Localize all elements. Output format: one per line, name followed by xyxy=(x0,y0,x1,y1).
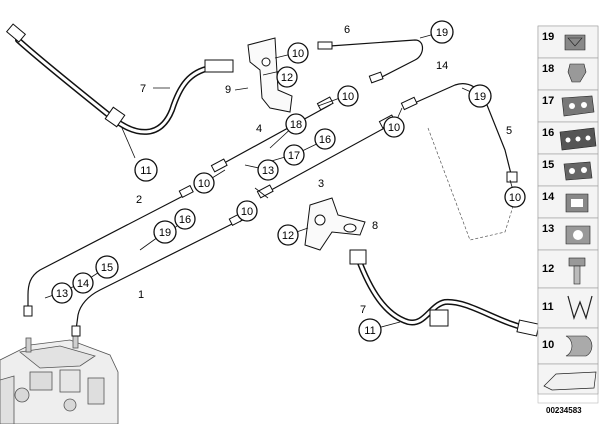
brake-line-6 xyxy=(317,39,424,84)
svg-text:12: 12 xyxy=(281,72,293,84)
part-labels: 7 9 6 4 3 14 5 2 1 8 7 xyxy=(136,24,512,316)
callouts: 11 10 12 19 10 18 16 17 13 10 10 10 19 1… xyxy=(51,20,526,342)
svg-text:15: 15 xyxy=(542,159,554,171)
svg-text:10: 10 xyxy=(241,206,253,218)
callout-10: 10 xyxy=(193,172,215,194)
legend-row-17: 17 xyxy=(537,89,599,123)
bracket-9 xyxy=(247,37,293,113)
reference-number: 00234583 xyxy=(546,406,582,415)
svg-text:13: 13 xyxy=(542,223,554,235)
abs-unit-illustration xyxy=(0,333,119,424)
callout-11-upper: 11 xyxy=(134,158,158,182)
callout-15: 15 xyxy=(95,255,119,279)
part-label-2: 2 xyxy=(136,194,142,206)
holder-icon xyxy=(563,161,593,181)
svg-text:13: 13 xyxy=(262,165,274,177)
part-label-3: 3 xyxy=(318,178,324,190)
part-label-6: 6 xyxy=(344,24,350,36)
part-label-9: 9 xyxy=(225,84,231,96)
svg-text:10: 10 xyxy=(542,339,554,351)
bolt-icon xyxy=(568,257,586,285)
svg-text:18: 18 xyxy=(542,63,554,75)
callout-13: 13 xyxy=(51,282,73,304)
part-label-7-lower: 7 xyxy=(360,304,366,316)
callout-10: 10 xyxy=(504,186,526,208)
callout-19: 19 xyxy=(468,84,492,108)
svg-text:19: 19 xyxy=(436,27,448,39)
legend-row-14: 14 xyxy=(537,185,599,219)
svg-text:16: 16 xyxy=(179,214,191,226)
svg-text:19: 19 xyxy=(474,91,486,103)
svg-text:10: 10 xyxy=(509,192,521,204)
svg-text:13: 13 xyxy=(56,288,68,300)
callout-10: 10 xyxy=(287,42,309,64)
part-label-14: 14 xyxy=(436,60,448,72)
legend-row-13: 13 xyxy=(537,217,599,251)
svg-text:17: 17 xyxy=(542,95,554,107)
legend-row-12: 12 xyxy=(537,249,599,289)
callout-19: 19 xyxy=(153,220,177,244)
hose-7-upper xyxy=(5,23,234,135)
svg-text:16: 16 xyxy=(542,127,554,139)
part-label-7-upper: 7 xyxy=(140,83,146,95)
svg-text:10: 10 xyxy=(198,178,210,190)
part-label-1: 1 xyxy=(138,289,144,301)
parts-legend: 19 18 17 16 15 xyxy=(537,25,599,415)
svg-text:14: 14 xyxy=(77,278,89,290)
svg-text:15: 15 xyxy=(101,262,113,274)
svg-text:10: 10 xyxy=(388,122,400,134)
callout-10: 10 xyxy=(383,116,405,138)
legend-row-empty xyxy=(537,363,599,395)
svg-text:12: 12 xyxy=(282,230,294,242)
callout-10: 10 xyxy=(337,85,359,107)
hose-clip-icon xyxy=(565,335,593,357)
callout-16: 16 xyxy=(314,128,336,150)
spring-clip-icon xyxy=(567,295,593,320)
brake-line-2 xyxy=(23,184,194,317)
hose-7-lower xyxy=(349,249,540,337)
brake-line-5 xyxy=(400,83,518,183)
callout-12: 12 xyxy=(276,66,298,88)
svg-text:14: 14 xyxy=(542,191,555,203)
part-label-4: 4 xyxy=(256,123,262,135)
legend-row-11: 11 xyxy=(537,287,599,329)
double-clip-icon xyxy=(561,95,595,117)
clip-icon xyxy=(564,34,586,51)
svg-text:11: 11 xyxy=(542,301,554,313)
callout-12: 12 xyxy=(277,224,299,246)
svg-text:10: 10 xyxy=(342,91,354,103)
part-label-5: 5 xyxy=(506,125,512,137)
legend-row-18: 18 xyxy=(537,57,599,91)
dashed-reference-lines xyxy=(427,127,516,241)
callout-14: 14 xyxy=(72,272,94,294)
part-label-8: 8 xyxy=(372,220,378,232)
callout-10: 10 xyxy=(236,200,258,222)
svg-text:11: 11 xyxy=(140,165,151,177)
svg-text:18: 18 xyxy=(290,119,302,131)
svg-text:16: 16 xyxy=(319,134,331,146)
svg-text:19: 19 xyxy=(542,31,554,43)
callout-19: 19 xyxy=(430,20,454,44)
svg-text:11: 11 xyxy=(364,325,375,337)
callout-16: 16 xyxy=(174,208,196,230)
nut-icon xyxy=(567,63,587,83)
svg-text:17: 17 xyxy=(288,150,300,162)
legend-row-15: 15 xyxy=(537,153,599,187)
bracket-8 xyxy=(304,197,366,251)
svg-text:12: 12 xyxy=(542,263,554,275)
callout-18: 18 xyxy=(285,113,307,135)
brake-line-3 xyxy=(256,114,396,199)
cover-plate-icon xyxy=(543,371,597,391)
legend-row-16: 16 xyxy=(537,121,599,155)
legend-row-10: 10 xyxy=(537,327,599,365)
callout-13: 13 xyxy=(257,159,279,181)
svg-text:19: 19 xyxy=(159,227,171,239)
callout-17: 17 xyxy=(283,144,305,166)
legend-row-19: 19 xyxy=(537,25,599,59)
callout-11-lower: 11 xyxy=(358,318,382,342)
svg-text:10: 10 xyxy=(292,48,304,60)
